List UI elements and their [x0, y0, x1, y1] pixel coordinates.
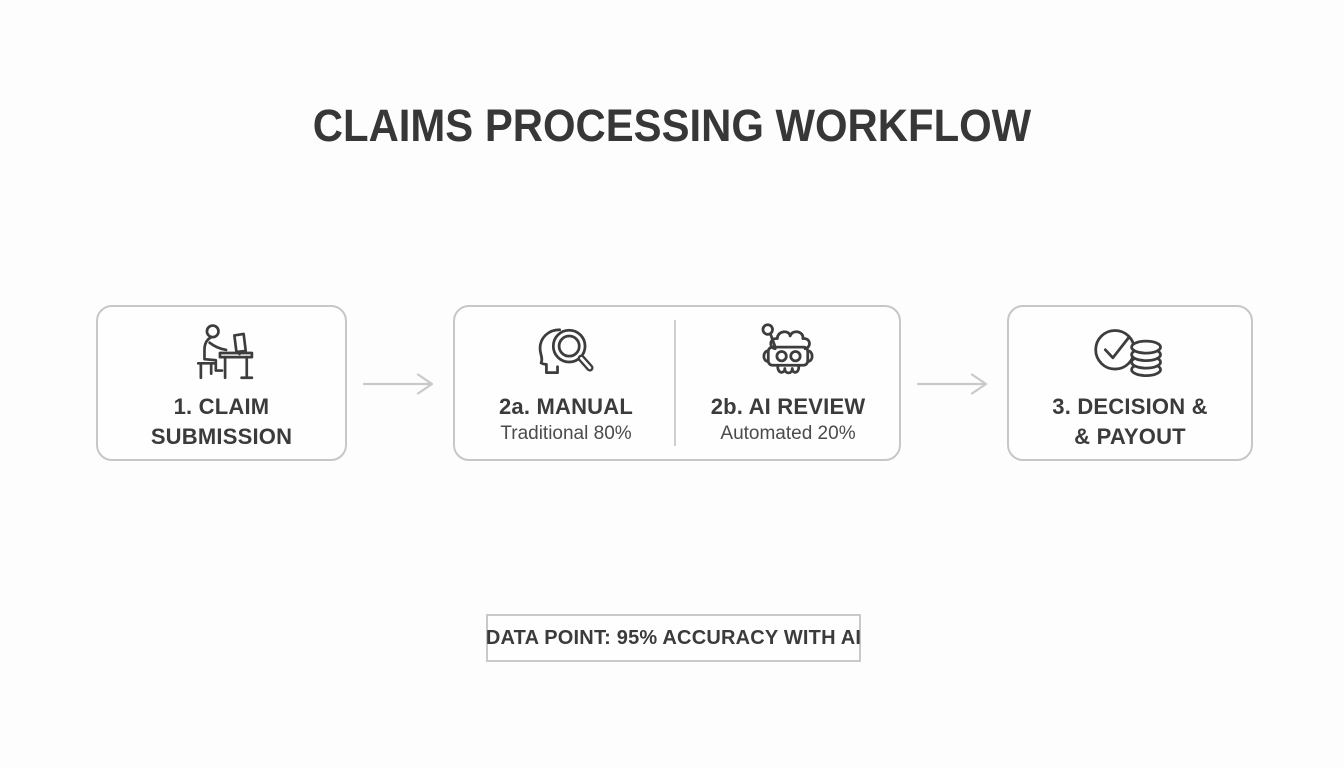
- step-box-decision-payout: 3. DECISION & & PAYOUT: [1007, 305, 1253, 461]
- page-title: CLAIMS PROCESSING WORKFLOW: [312, 100, 1032, 151]
- box-divider: [674, 320, 676, 446]
- step-label-ai-review: 2b. AI REVIEW: [710, 394, 866, 419]
- step-sublabel-ai-review: Automated 20%: [720, 423, 856, 444]
- head-magnifier-icon: [530, 320, 602, 386]
- step-cell-ai-review: 2b. AI REVIEW Automated 20%: [677, 307, 899, 459]
- step-label-manual: 2a. MANUAL: [498, 394, 633, 419]
- step-cell-manual-review: 2a. MANUAL Traditional 80%: [455, 307, 677, 459]
- robot-icon: [753, 320, 823, 386]
- step-box-review: 2a. MANUAL Traditional 80% 2b. AI REVIEW…: [453, 305, 901, 461]
- step-box-claim-submission: 1. CLAIM SUBMISSION: [96, 305, 347, 461]
- arrow-right-icon: [916, 372, 992, 396]
- check-coins-icon: [1088, 320, 1172, 386]
- step-sublabel-manual: Traditional 80%: [500, 423, 632, 444]
- step-label-claim-submission: 1. CLAIM SUBMISSION: [150, 394, 293, 449]
- step-label-decision-payout: 3. DECISION & & PAYOUT: [1052, 394, 1208, 449]
- person-at-desk-icon: [189, 320, 255, 386]
- arrow-right-icon: [362, 372, 438, 396]
- data-point-callout: DATA POINT: 95% ACCURACY WITH AI: [486, 614, 861, 662]
- data-point-label: DATA POINT: 95% ACCURACY WITH AI: [485, 626, 862, 649]
